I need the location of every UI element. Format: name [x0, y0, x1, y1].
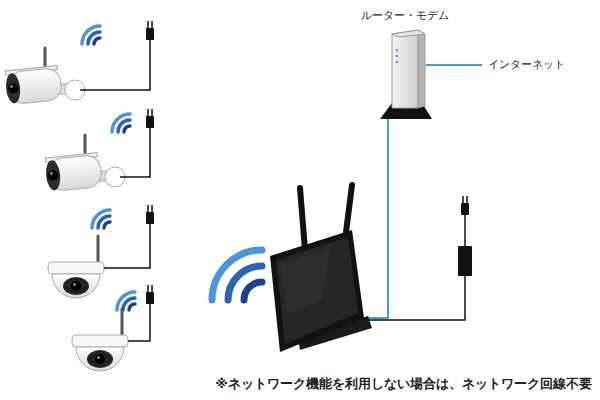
power-adapter — [458, 246, 472, 276]
power-cord — [464, 215, 466, 246]
lan-cable — [356, 119, 388, 318]
camera-wifi-signal — [117, 292, 135, 310]
router-node: ルーター・モデム — [358, 9, 452, 121]
nvr-wifi-signal — [212, 250, 262, 300]
dome-camera — [48, 236, 104, 298]
power-plug — [461, 196, 469, 215]
router-illustration — [380, 30, 432, 119]
camera-wifi-signal — [112, 114, 130, 132]
dome-camera — [72, 309, 128, 371]
node-heading: ルーター・モデム — [358, 9, 452, 22]
power-plug — [146, 21, 154, 40]
bullet-camera — [44, 135, 125, 192]
bullet-camera — [4, 48, 85, 105]
power-plug — [146, 109, 154, 128]
power-cord — [364, 276, 465, 320]
note-text: ※ネットワーク機能を利用しない場合は、ネットワーク回線不要 — [215, 376, 592, 392]
power-plug — [146, 205, 154, 224]
nvr-monitor — [270, 185, 372, 352]
internet-wire — [426, 64, 482, 66]
internet-label: インターネット — [488, 58, 565, 71]
power-plug — [146, 285, 154, 304]
camera-wifi-signal — [82, 26, 100, 44]
camera-power-cords — [80, 40, 150, 341]
camera-wifi-signal — [92, 210, 110, 228]
